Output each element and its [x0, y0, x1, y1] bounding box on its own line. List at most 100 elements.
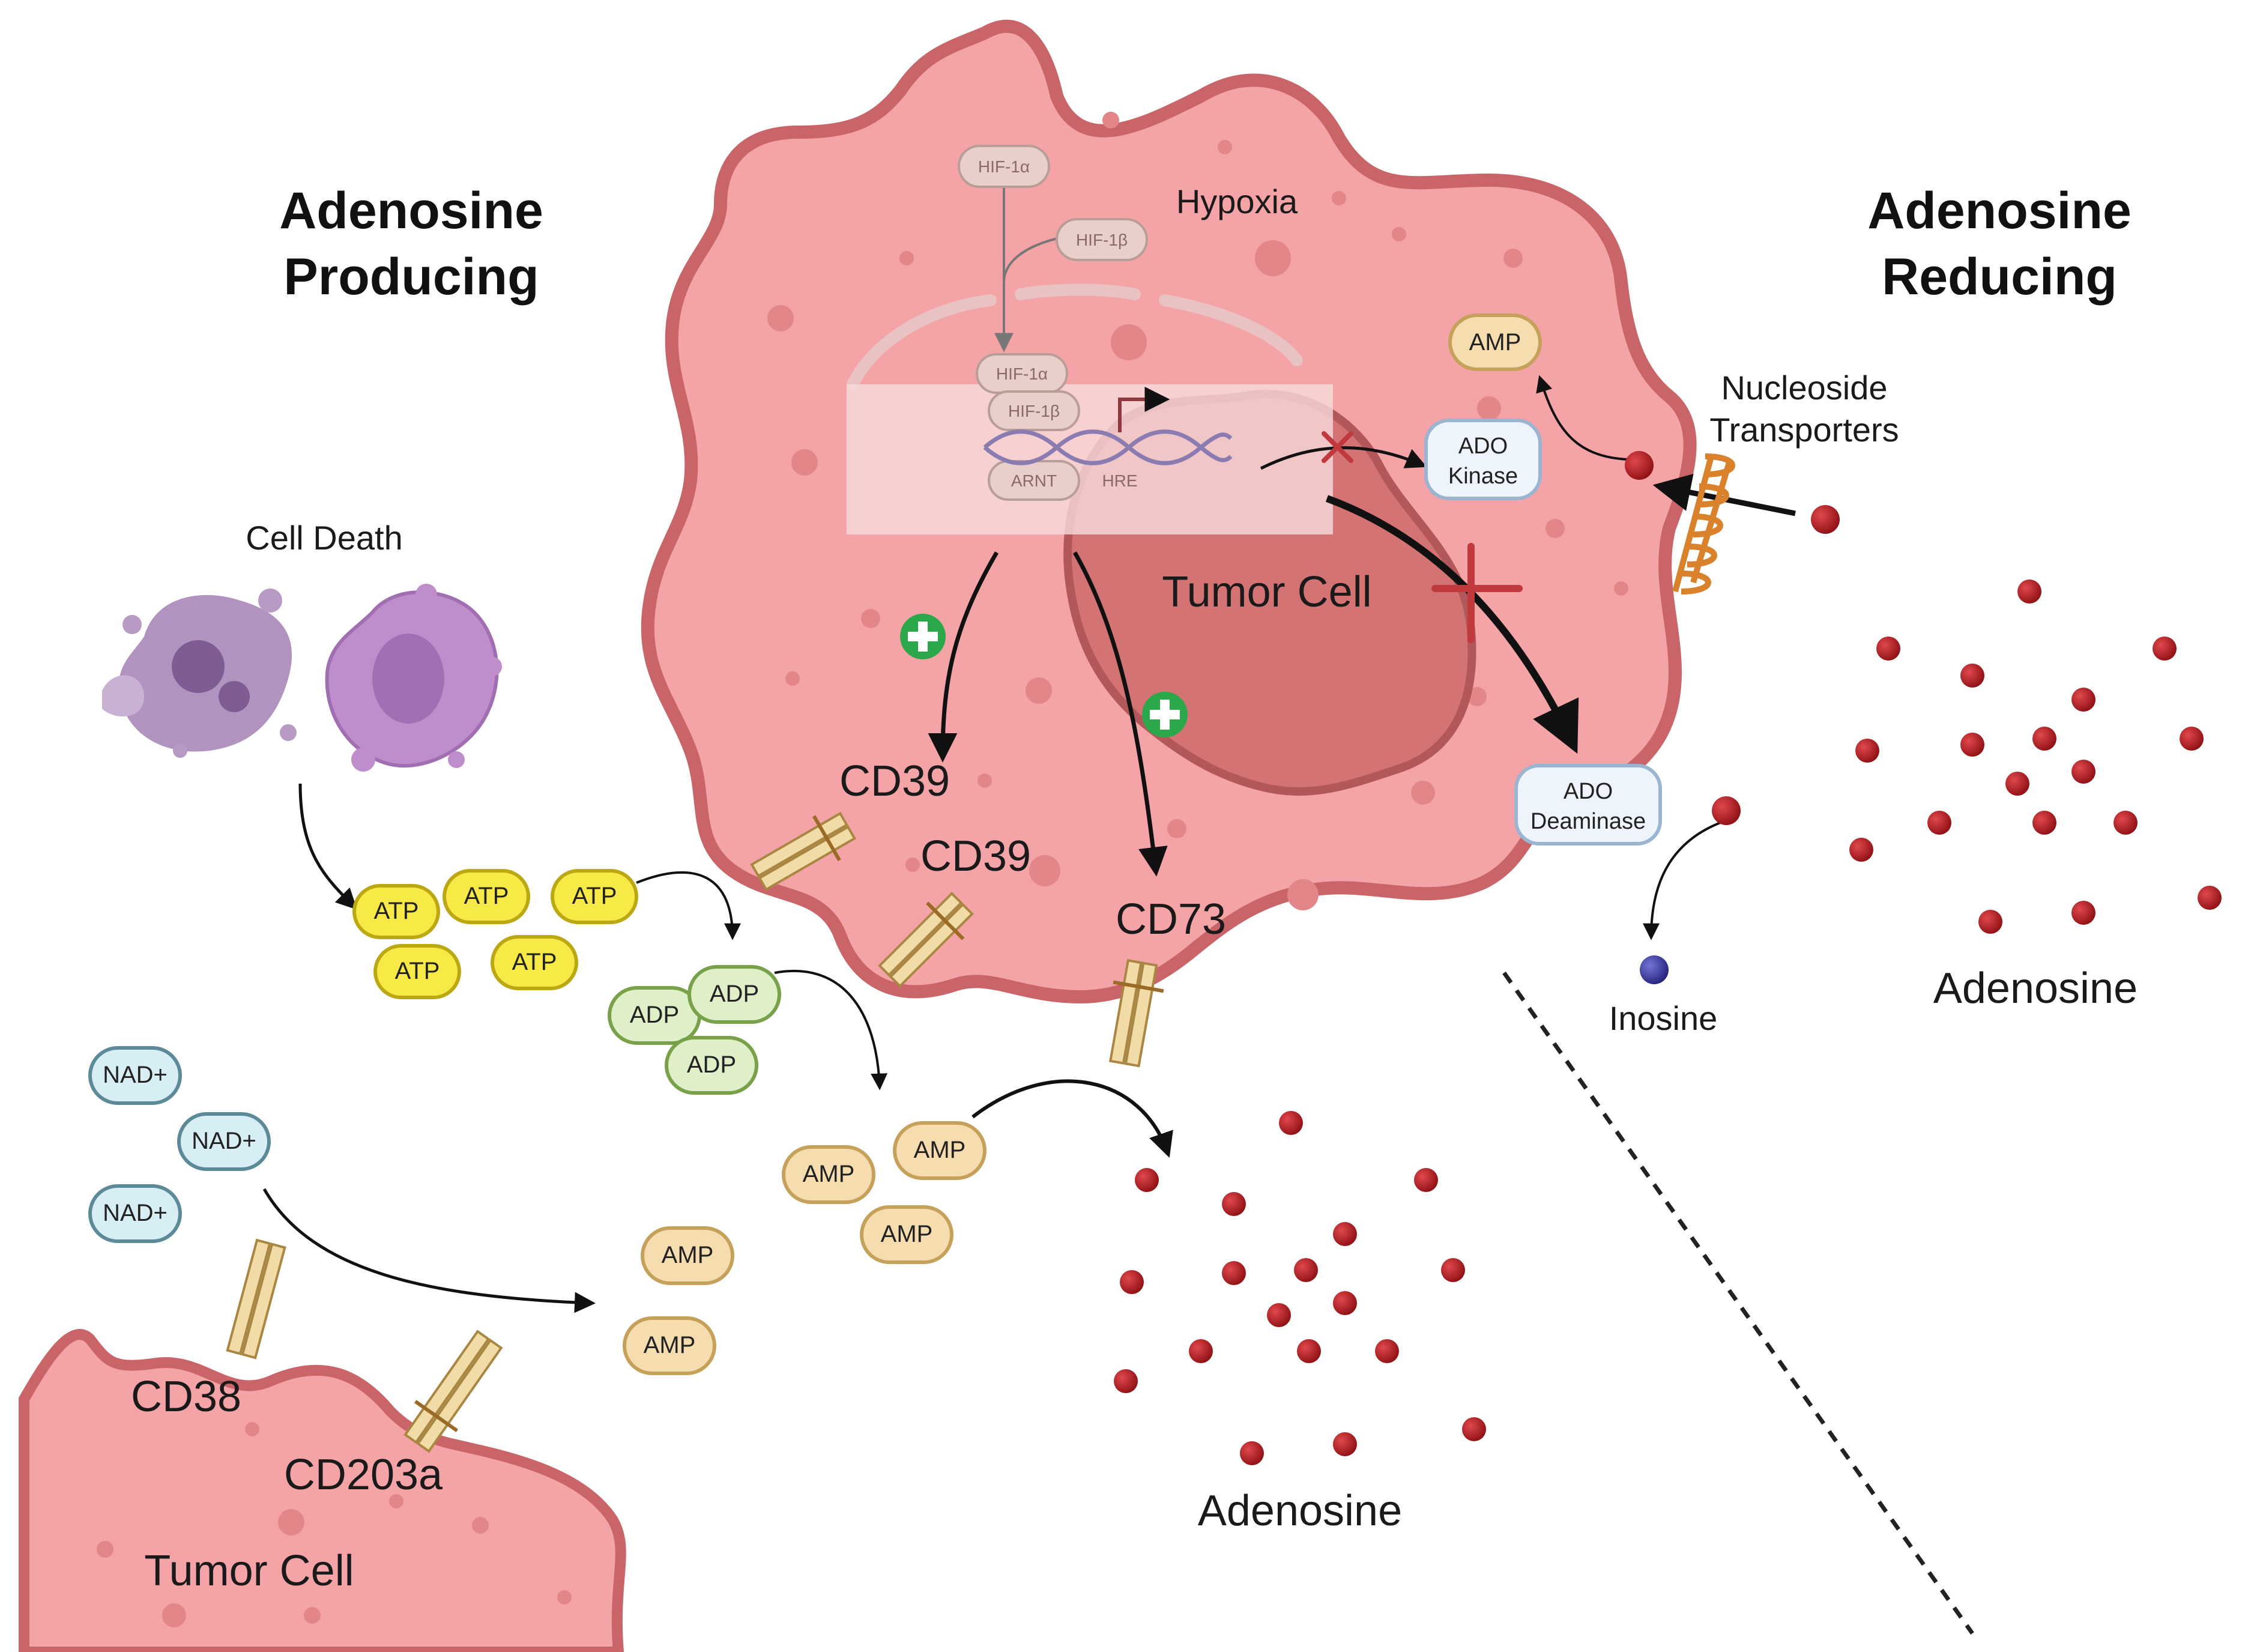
adenosine-cluster-right: [1625, 451, 2222, 934]
arrow-hif-to-cd39: [928, 551, 999, 763]
main-tumor-cell: [641, 19, 1697, 1004]
arrow-transporter-import: [1652, 473, 1796, 516]
heading-producing-line2: Producing: [283, 248, 539, 306]
arnt-pill: ARNT: [988, 460, 1080, 501]
amp-pill: AMP: [782, 1145, 875, 1204]
amp-pill: AMP: [860, 1205, 953, 1264]
lower-tumor-cell-membrane: [19, 1329, 626, 1652]
svg-text:ARNT: ARNT: [1011, 471, 1057, 490]
heading-reducing-line2: Reducing: [1882, 248, 2117, 306]
adenosine-cluster-center: [1114, 1111, 1486, 1465]
arrow-nad-to-amp: [262, 1188, 596, 1313]
svg-text:NAD+: NAD+: [103, 1200, 168, 1226]
svg-text:ATP: ATP: [572, 883, 617, 909]
arrow-adp-to-amp: [774, 969, 888, 1091]
amp-pill: AMP: [623, 1316, 716, 1375]
heading-reducing-line1: Adenosine: [1867, 182, 2132, 240]
plus-icon: [1142, 692, 1188, 737]
svg-text:ADP: ADP: [630, 1002, 679, 1028]
inosine-molecule: [1640, 955, 1669, 984]
kinase-block-x: [1322, 431, 1353, 463]
svg-text:Deaminase: Deaminase: [1530, 809, 1646, 834]
plus-icon: [900, 614, 946, 659]
cd39-label-a: CD39: [839, 757, 950, 805]
nucleoside-transporters-line1: Nucleoside: [1721, 369, 1887, 407]
cd38-label: CD38: [131, 1373, 241, 1421]
hif-pathway: HIF-1α HIF-1β HIF-1α HIF-1β ARNT HRE: [958, 145, 1233, 501]
arrow-adenosine-to-amp: [1536, 375, 1628, 461]
transcription-panel: [847, 384, 1333, 534]
svg-text:HIF-1β: HIF-1β: [1008, 402, 1060, 420]
heading-producing-line1: Adenosine: [279, 182, 543, 240]
cd39-label-b: CD39: [920, 832, 1031, 880]
svg-text:ATP: ATP: [512, 949, 557, 975]
cd203a-label: CD203a: [284, 1451, 443, 1499]
amp-pill: AMP: [641, 1226, 734, 1285]
svg-text:ATP: ATP: [374, 898, 419, 924]
svg-text:ADP: ADP: [710, 981, 759, 1007]
arrow-adenosine-to-inosine: [1643, 821, 1721, 940]
adenosine-center-label: Adenosine: [1198, 1487, 1402, 1535]
svg-text:AMP: AMP: [644, 1332, 696, 1358]
transcription-start-arrow: [1118, 387, 1170, 432]
dying-cell-icon: [102, 588, 297, 758]
svg-text:AMP: AMP: [914, 1137, 966, 1163]
cd39-receptor-b: [878, 892, 974, 988]
cd73-label: CD73: [1116, 895, 1226, 943]
hypoxia-label: Hypoxia: [1176, 183, 1298, 220]
svg-text:ATP: ATP: [395, 958, 440, 984]
lower-tumor-cell-label: Tumor Cell: [144, 1547, 354, 1595]
adp-pill: ADP: [687, 965, 781, 1024]
cd73-receptor: [1108, 958, 1164, 1068]
svg-text:HIF-1α: HIF-1α: [978, 157, 1030, 176]
hif1b-pill-top: HIF-1β: [1056, 218, 1148, 261]
svg-text:ADP: ADP: [687, 1051, 736, 1078]
atp-pill: ATP: [491, 935, 578, 990]
adp-pill: ADP: [665, 1036, 758, 1095]
lower-tumor-cell: [19, 1329, 626, 1652]
svg-text:AMP: AMP: [803, 1161, 855, 1187]
arrow-hif-to-cd73: [1072, 551, 1168, 877]
arrow-cell-death-to-atp: [298, 783, 357, 910]
nad-pill: NAD+: [177, 1112, 271, 1171]
atp-pill: ATP: [551, 869, 638, 924]
svg-text:ADO: ADO: [1564, 779, 1613, 804]
deaminase-block-cross: [1431, 543, 1523, 643]
cd203a-receptor: [403, 1330, 503, 1453]
hif1b-pill-nuclear: HIF-1β: [988, 390, 1080, 431]
nad-pill: NAD+: [88, 1184, 182, 1243]
hif1a-pill-top: HIF-1α: [958, 145, 1050, 188]
atp-pill: ATP: [443, 869, 530, 924]
hre-label: HRE: [1102, 471, 1137, 490]
arrow-to-ado-kinase: [1260, 446, 1427, 470]
section-divider: [1502, 971, 1974, 1635]
cytoplasm-granules: [767, 112, 1628, 910]
svg-text:NAD+: NAD+: [103, 1062, 168, 1088]
svg-text:Kinase: Kinase: [1448, 464, 1518, 489]
amp-pill: AMP: [893, 1121, 987, 1180]
svg-text:AMP: AMP: [662, 1242, 714, 1268]
nucleoside-transporters-line2: Transporters: [1709, 411, 1899, 449]
dna-helix: [983, 429, 1233, 465]
svg-text:HIF-1α: HIF-1α: [996, 365, 1048, 383]
adenosine-right-label: Adenosine: [1933, 964, 2138, 1012]
cell-death-label: Cell Death: [246, 519, 402, 557]
svg-text:AMP: AMP: [881, 1221, 933, 1247]
nad-pill: NAD+: [88, 1046, 182, 1105]
endoplasmic-reticulum: [847, 283, 1303, 390]
ado-deaminase-box: ADO Deaminase: [1514, 764, 1662, 846]
hif1a-pill-nuclear: HIF-1α: [976, 353, 1068, 394]
main-tumor-cell-label: Tumor Cell: [1162, 568, 1371, 616]
svg-text:HIF-1β: HIF-1β: [1076, 231, 1128, 249]
apoptotic-cell-icon: [325, 584, 502, 772]
svg-text:AMP: AMP: [1469, 329, 1521, 356]
atp-pill: ATP: [352, 884, 440, 939]
adp-pill: ADP: [608, 986, 701, 1045]
svg-text:NAD+: NAD+: [192, 1128, 256, 1154]
svg-text:ADO: ADO: [1458, 434, 1508, 459]
svg-text:ATP: ATP: [464, 883, 509, 909]
arrow-atp-to-adp: [636, 871, 741, 940]
cd39-receptor-a: [750, 811, 856, 891]
ado-kinase-box: ADO Kinase: [1424, 419, 1542, 500]
